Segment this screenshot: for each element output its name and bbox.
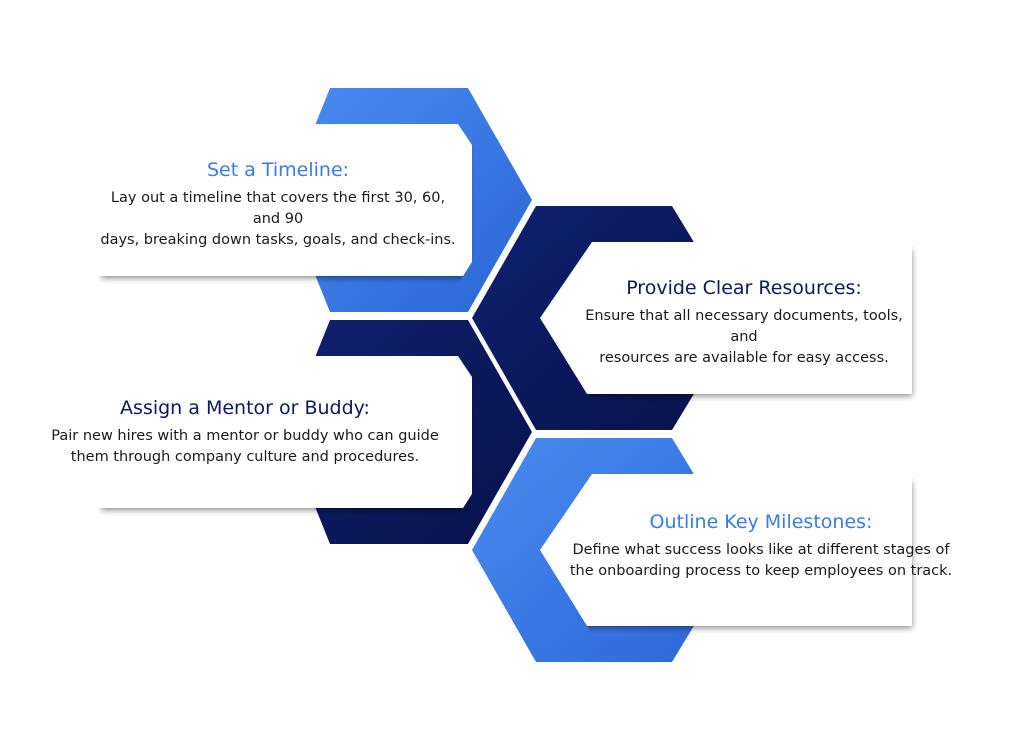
- step-title: Provide Clear Resources:: [626, 277, 862, 299]
- step-title: Outline Key Milestones:: [649, 511, 873, 533]
- step-text-resources: Provide Clear Resources: Ensure that all…: [552, 242, 912, 394]
- step-description: Lay out a timeline that covers the first…: [100, 190, 456, 248]
- step-panel-timeline: [98, 124, 472, 276]
- step-description: Pair new hires with a mentor or buddy wh…: [51, 428, 439, 465]
- step-title: Set a Timeline:: [206, 159, 350, 181]
- step-text-milestones: Outline Key Milestones: Define what succ…: [548, 474, 974, 626]
- step-panel-resources: [540, 242, 912, 394]
- step-panel-mentor: [98, 356, 472, 508]
- step-panel-milestones: [540, 474, 912, 626]
- step-title: Assign a Mentor or Buddy:: [120, 397, 370, 419]
- step-text-mentor: Assign a Mentor or Buddy: Pair new hires…: [30, 356, 460, 508]
- step-text-timeline: Set a Timeline: Lay out a timeline that …: [98, 124, 458, 276]
- step-description: Ensure that all necessary documents, too…: [585, 308, 903, 366]
- step-description: Define what success looks like at differ…: [569, 542, 953, 579]
